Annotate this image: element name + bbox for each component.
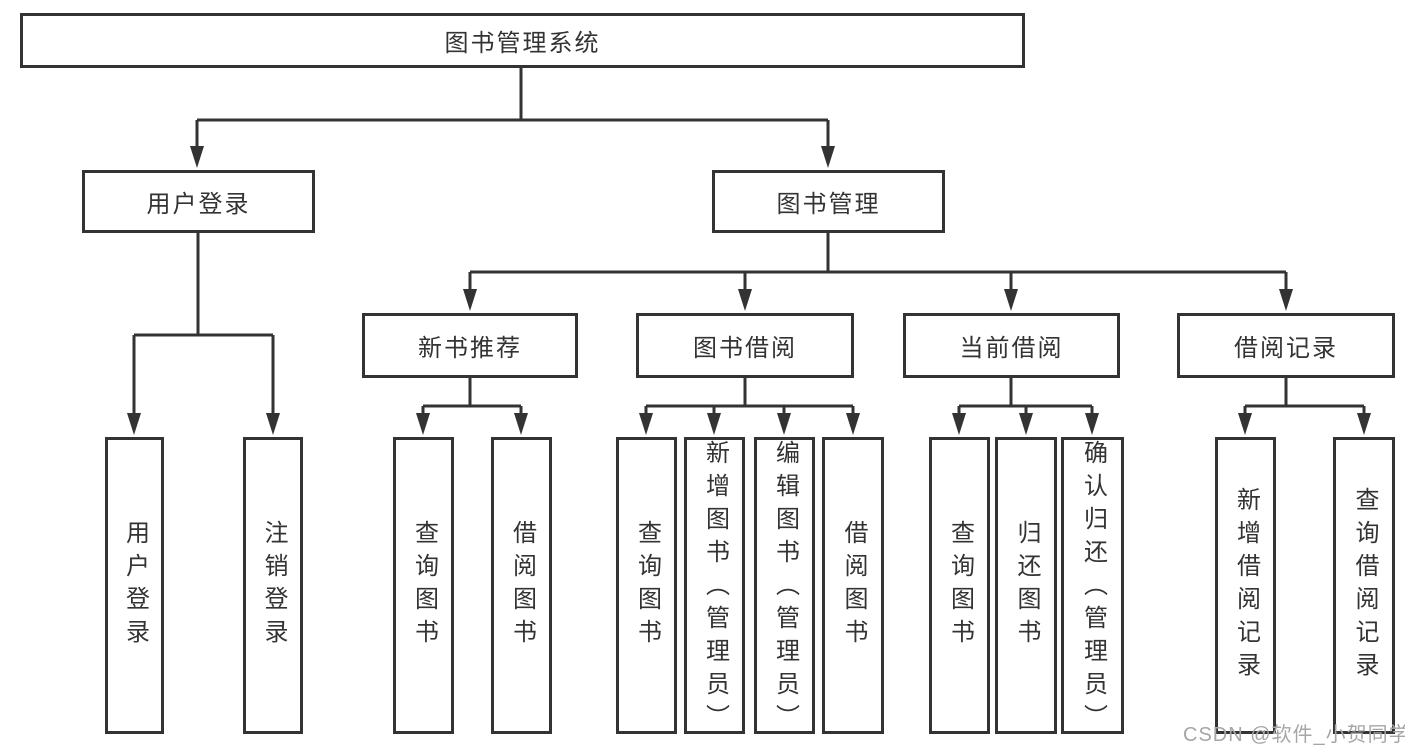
leaf-query-books-current: 查询图书	[929, 437, 990, 734]
leaf-label: 新增借阅记录	[1232, 486, 1260, 685]
leaf-label: 编辑图书（管理员）	[771, 440, 799, 737]
node-root-library-system: 图书管理系统	[20, 13, 1025, 68]
leaf-label: 用户登录	[121, 519, 149, 652]
leaf-label: 借阅图书	[840, 519, 867, 652]
leaf-label: 注销登录	[260, 519, 287, 652]
leaf-label: 查询图书	[410, 519, 438, 652]
watermark: CSDN @软件_小贺同学	[1183, 724, 1405, 746]
node-user-login: 用户登录	[82, 170, 315, 233]
leaf-query-books-recommend: 查询图书	[393, 437, 454, 734]
node-new-book-recommend: 新书推荐	[362, 313, 578, 378]
leaf-borrow-books-recommend: 借阅图书	[491, 437, 552, 734]
leaf-borrow-books: 借阅图书	[822, 437, 884, 734]
leaf-label: 归还图书	[1013, 519, 1040, 652]
leaf-query-borrow-record: 查询借阅记录	[1333, 437, 1395, 734]
leaf-return-books: 归还图书	[995, 437, 1057, 734]
leaf-edit-books-admin: 编辑图书（管理员）	[754, 437, 815, 737]
leaf-confirm-return-admin: 确认归还（管理员）	[1061, 437, 1124, 737]
node-current-borrow: 当前借阅	[903, 313, 1120, 378]
leaf-label: 确认归还（管理员）	[1079, 440, 1107, 737]
node-book-management: 图书管理	[712, 170, 945, 233]
leaf-query-books-borrow: 查询图书	[616, 437, 677, 734]
leaf-label: 新增图书（管理员）	[701, 440, 729, 737]
node-borrow-records: 借阅记录	[1177, 313, 1395, 378]
leaf-label: 查询图书	[633, 519, 661, 652]
leaf-label: 查询图书	[946, 519, 974, 652]
leaf-logout: 注销登录	[243, 437, 303, 734]
leaf-label: 查询借阅记录	[1351, 486, 1378, 685]
node-book-borrow: 图书借阅	[636, 313, 854, 378]
leaf-add-borrow-record: 新增借阅记录	[1215, 437, 1276, 734]
leaf-add-books-admin: 新增图书（管理员）	[684, 437, 745, 737]
leaf-user-login: 用户登录	[105, 437, 164, 734]
leaf-label: 借阅图书	[508, 519, 536, 652]
